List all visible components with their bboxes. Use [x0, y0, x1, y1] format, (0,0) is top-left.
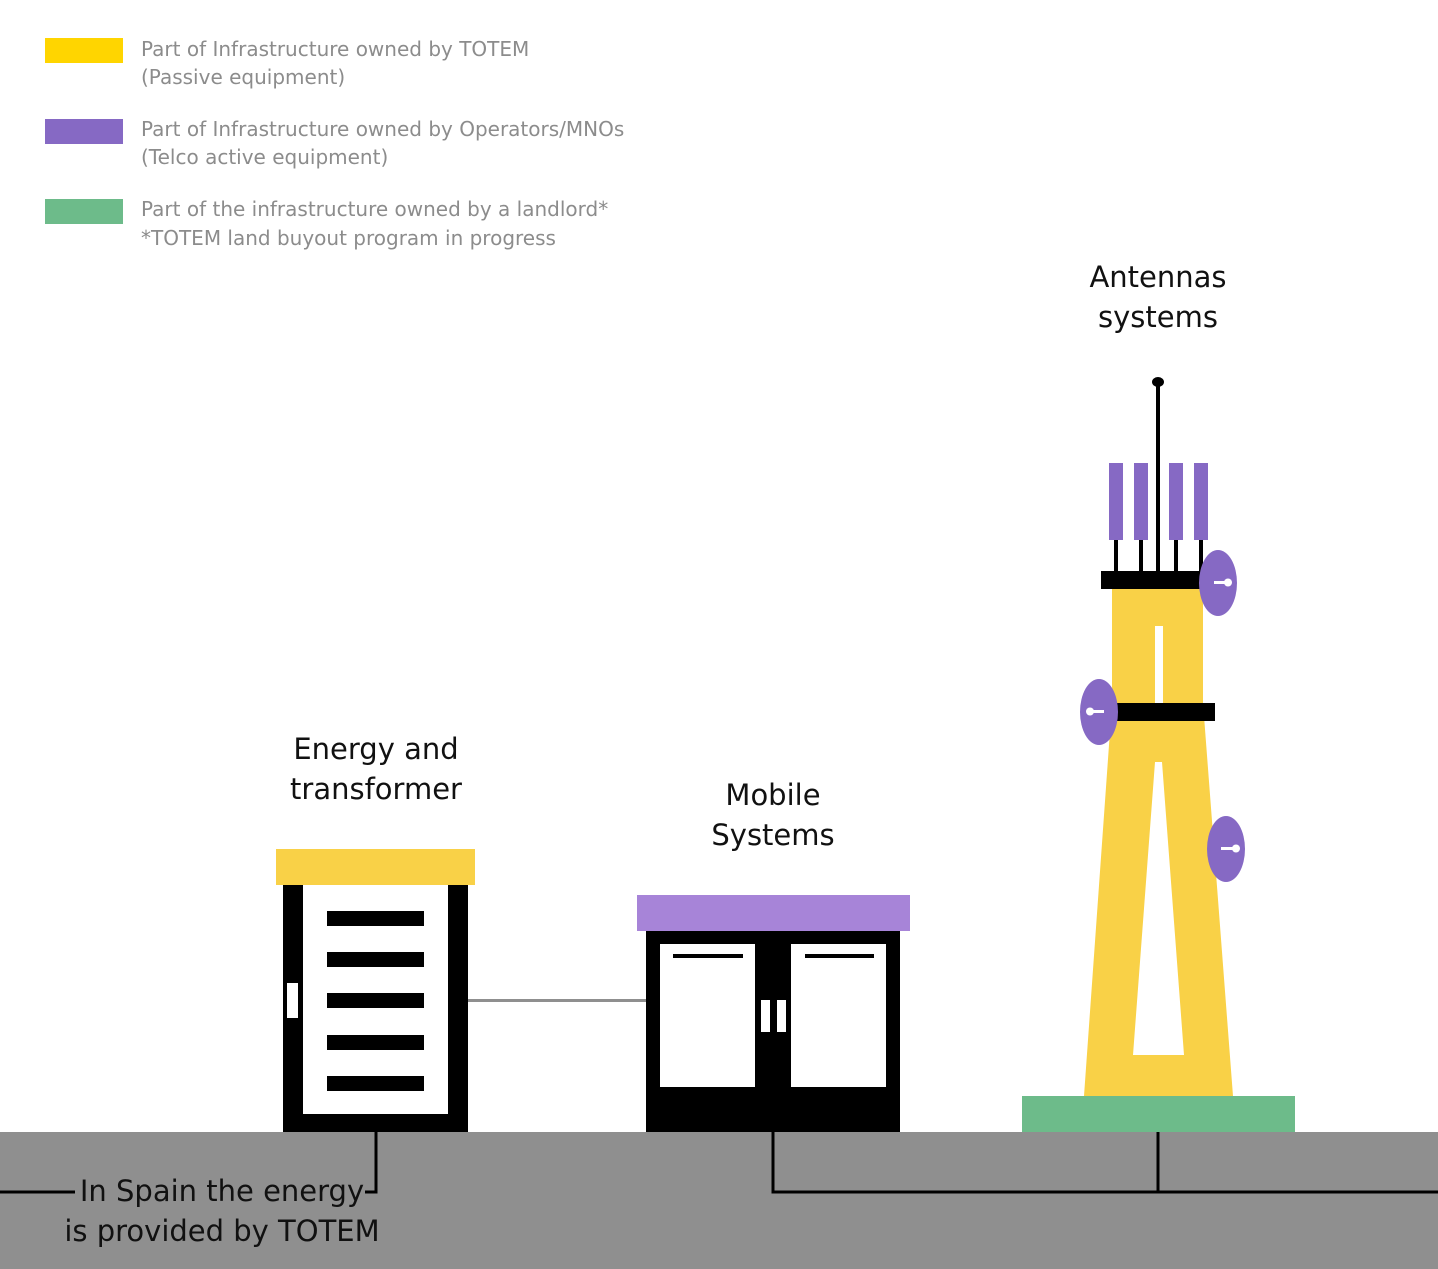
antennas-label-line2: systems	[1098, 300, 1218, 334]
legend-operators-line2: (Telco active equipment)	[141, 145, 388, 169]
tower-mid-platform	[1113, 703, 1215, 721]
mobile-systems-cabinet	[637, 895, 910, 1132]
legend-swatch-landlord	[45, 199, 123, 224]
energy-transformer-cabinet	[276, 849, 475, 1132]
microwave-dish-icon	[1207, 816, 1245, 882]
antenna-panel	[1134, 463, 1148, 540]
underground-connections	[0, 1132, 1438, 1194]
antenna-panel	[1169, 463, 1183, 540]
legend-swatch-totem	[45, 38, 123, 63]
vent-slot	[327, 1076, 424, 1091]
cabinet-handle	[287, 983, 298, 1018]
mobile-label-line2: Systems	[711, 818, 834, 852]
mobile-cabinet-door-right	[791, 944, 886, 1087]
energy-label-line1: Energy and	[293, 732, 458, 766]
mobile-cabinet-door-left	[660, 944, 755, 1087]
legend-totem-line1: Part of Infrastructure owned by TOTEM	[141, 37, 529, 61]
ground	[0, 1132, 1438, 1269]
legend-landlord-line1: Part of the infrastructure owned by a la…	[141, 197, 608, 221]
legend: Part of Infrastructure owned by TOTEM (P…	[45, 37, 624, 250]
tower-top-platform	[1101, 571, 1204, 589]
antennas-label-line1: Antennas	[1089, 260, 1226, 294]
energy-note-line2: is provided by TOTEM	[64, 1214, 379, 1248]
vent-slot	[327, 1035, 424, 1050]
vent-slot	[327, 993, 424, 1008]
legend-totem-line2: (Passive equipment)	[141, 65, 345, 89]
antenna-tower	[1022, 377, 1295, 1132]
power-cable	[468, 999, 646, 1002]
vent-slot	[327, 911, 424, 926]
vent-slot	[327, 952, 424, 967]
energy-note-line1: In Spain the energy	[80, 1174, 364, 1208]
microwave-dish-icon	[1080, 679, 1118, 745]
legend-swatch-operators	[45, 119, 123, 144]
antenna-panel	[1194, 463, 1208, 540]
energy-label-line2: transformer	[290, 772, 462, 806]
door-handle	[777, 1000, 786, 1032]
door-line	[805, 954, 874, 958]
tower-land-base	[1022, 1096, 1295, 1132]
legend-landlord-line2: *TOTEM land buyout program in progress	[141, 226, 556, 250]
mobile-label-line1: Mobile	[725, 778, 820, 812]
door-handle	[761, 1000, 770, 1032]
energy-cabinet-roof	[276, 849, 475, 885]
door-line	[673, 954, 743, 958]
mast-tip	[1152, 377, 1164, 387]
antenna-panel	[1109, 463, 1123, 540]
mobile-cabinet-roof	[637, 895, 910, 931]
legend-operators-line1: Part of Infrastructure owned by Operator…	[141, 117, 624, 141]
microwave-dish-icon	[1199, 550, 1237, 616]
